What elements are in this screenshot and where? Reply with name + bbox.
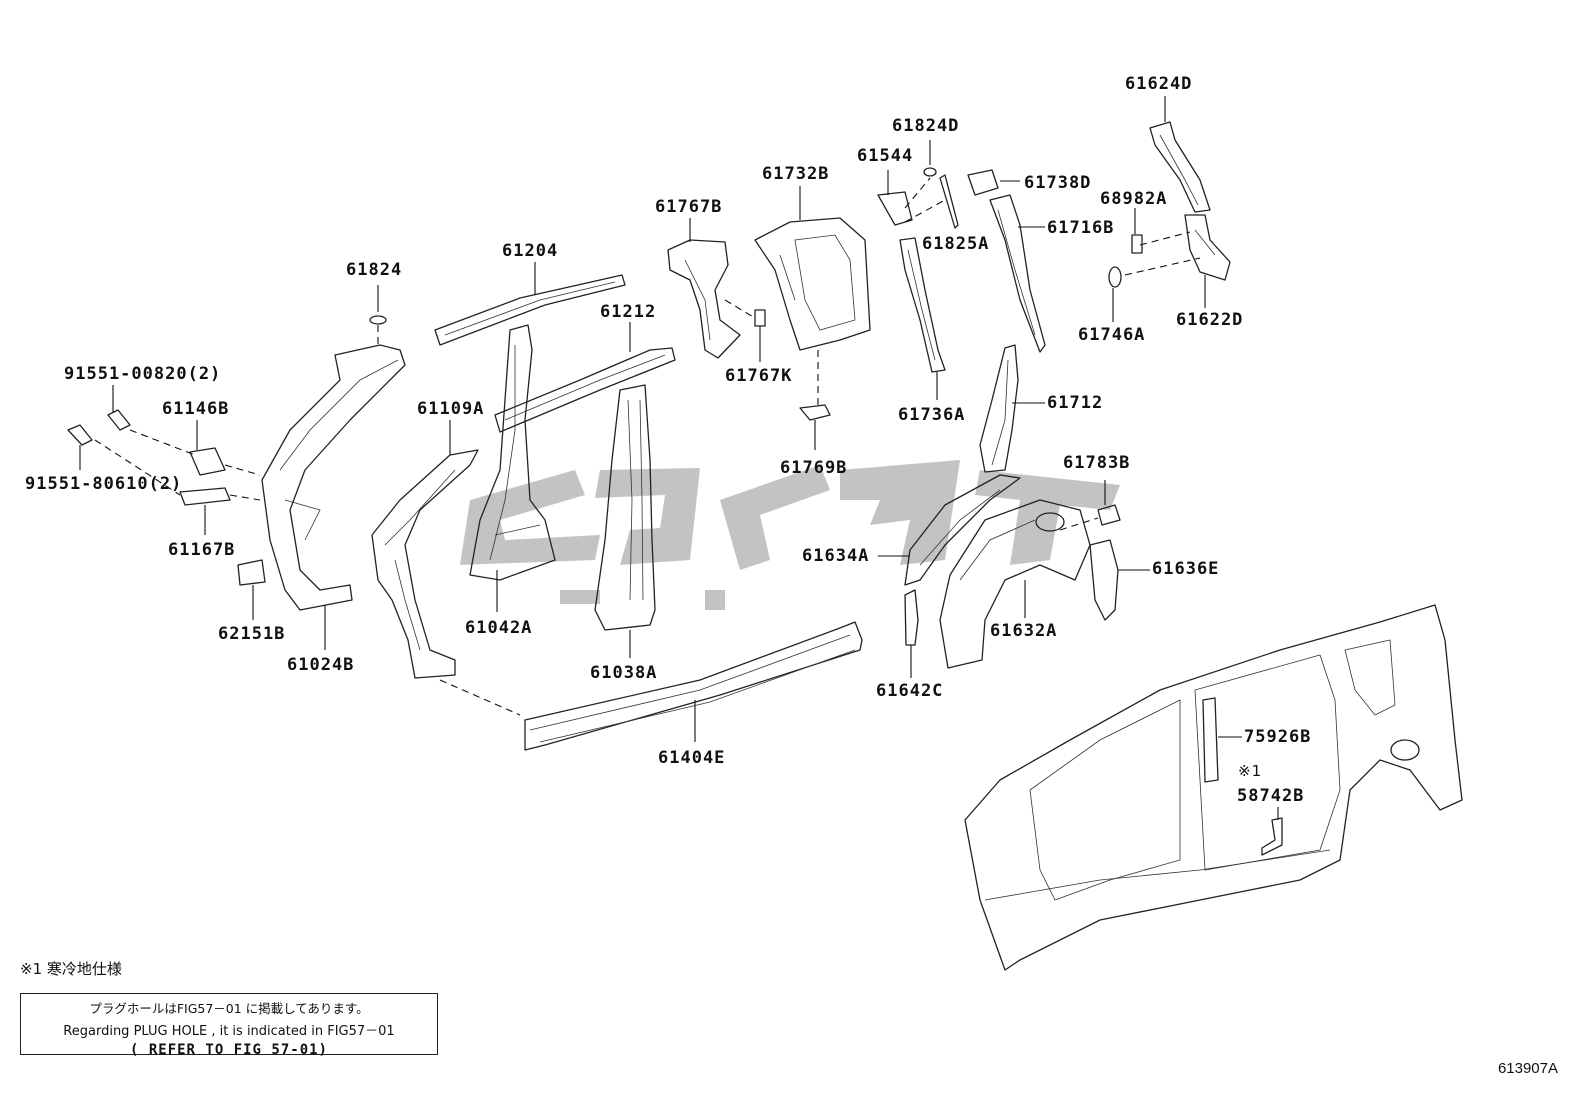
cold-region-note: ※1 寒冷地仕様 <box>20 960 122 978</box>
label-61642C: 61642C <box>876 681 944 701</box>
label-61824D: 61824D <box>892 116 960 136</box>
note-line-japanese: プラグホールはFIG57－01 に掲載してあります。 <box>89 1001 369 1016</box>
label-61825A: 61825A <box>922 234 990 254</box>
part-61038A-drawing <box>594 384 656 658</box>
label-68982A: 68982A <box>1100 189 1168 209</box>
label-61544: 61544 <box>857 146 914 166</box>
part-61769B-drawing <box>799 404 831 450</box>
label-61624D: 61624D <box>1125 74 1193 94</box>
label-61738D: 61738D <box>1024 173 1092 193</box>
figure-code: 613907A <box>1497 1060 1558 1077</box>
label-61622D: 61622D <box>1176 310 1244 330</box>
label-91551-80610: 91551-80610(2) <box>25 474 183 494</box>
part-wheelhouse-drawing <box>878 474 1150 678</box>
label-61042A: 61042A <box>465 618 533 638</box>
label-91551-00820: 91551-00820(2) <box>64 364 222 384</box>
part-61622D-drawing <box>1124 214 1231 308</box>
part-61024B-drawing <box>261 285 406 650</box>
part-clips-right <box>1108 208 1143 322</box>
part-61404E-drawing <box>524 621 863 751</box>
part-61042A-drawing <box>469 324 556 612</box>
label-61736A: 61736A <box>898 405 966 425</box>
part-61204-drawing <box>434 262 626 346</box>
reference-note-box: プラグホールはFIG57－01 に掲載してあります。 Regarding PLU… <box>20 993 438 1058</box>
part-61736A-drawing <box>877 140 959 400</box>
label-61824: 61824 <box>346 260 403 280</box>
note-line-english: Regarding PLUG HOLE , it is indicated in… <box>63 1024 395 1039</box>
part-61212-drawing <box>494 322 676 433</box>
part-61109A-drawing <box>371 420 521 716</box>
label-61404E: 61404E <box>658 748 726 768</box>
label-61024B: 61024B <box>287 655 355 675</box>
label-61783B: 61783B <box>1063 453 1131 473</box>
part-61624D-drawing <box>1149 96 1211 213</box>
label-61632A: 61632A <box>990 621 1058 641</box>
label-61712: 61712 <box>1047 393 1104 413</box>
label-note-mark: ※1 <box>1238 762 1263 780</box>
part-bolts-left <box>67 385 266 620</box>
part-61712-drawing <box>979 344 1045 473</box>
label-61204: 61204 <box>502 241 559 261</box>
label-61716B: 61716B <box>1047 218 1115 238</box>
part-side-body-drawing <box>964 604 1463 971</box>
label-61767K: 61767K <box>725 366 793 386</box>
label-58742B: 58742B <box>1237 786 1305 806</box>
label-61732B: 61732B <box>762 164 830 184</box>
label-61212: 61212 <box>600 302 657 322</box>
label-61746A: 61746A <box>1078 325 1146 345</box>
label-61038A: 61038A <box>590 663 658 683</box>
watermark-logo <box>460 460 1120 610</box>
label-61767B: 61767B <box>655 197 723 217</box>
label-61636E: 61636E <box>1152 559 1220 579</box>
part-61716B-drawing <box>967 169 1046 353</box>
note-line-refer: ( REFER TO FIG 57-01) <box>129 1042 328 1058</box>
label-61167B: 61167B <box>168 540 236 560</box>
label-61146B: 61146B <box>162 399 230 419</box>
label-61634A: 61634A <box>802 546 870 566</box>
label-61109A: 61109A <box>417 399 485 419</box>
label-75926B: 75926B <box>1244 727 1312 747</box>
part-61732B-drawing <box>754 186 871 405</box>
label-61769B: 61769B <box>780 458 848 478</box>
label-62151B: 62151B <box>218 624 286 644</box>
part-61767B-drawing <box>667 218 766 362</box>
